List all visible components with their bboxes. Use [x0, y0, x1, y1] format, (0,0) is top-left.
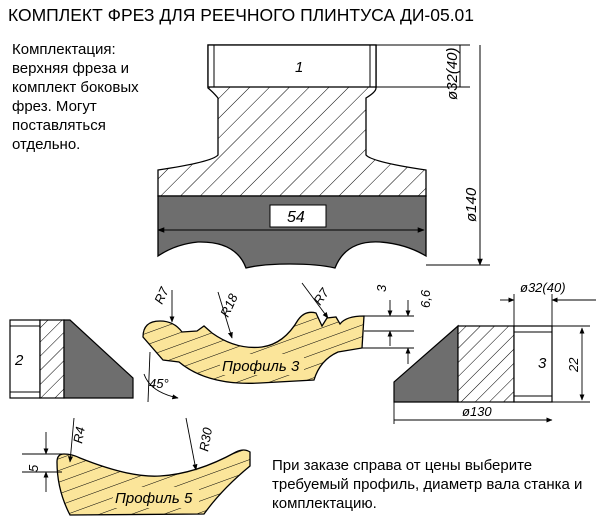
radius-r4: R4 [70, 426, 88, 445]
angle-label: 45° [149, 376, 169, 391]
radius-r18: R18 [217, 291, 241, 320]
bore-dimension-side: ø32(40) [520, 280, 566, 295]
depth-3-dimension: 3 [374, 284, 389, 292]
outer-dimension: ø140 [463, 187, 480, 222]
left-cutter-bore [9, 319, 41, 399]
profile5-depth-dimension: 5 [26, 464, 41, 472]
part1-label: 1 [295, 59, 303, 76]
right-side-cutter: 3 ø32(40) 22 ø130 [393, 280, 596, 424]
profile5-shape [56, 449, 251, 516]
profile3-shape [142, 311, 365, 384]
top-cutter-bore [207, 44, 377, 88]
order-instructions: При заказе справа от цены выберите требу… [272, 457, 583, 512]
top-cutter: 1 54 ø32(40) ø140 [157, 44, 490, 269]
profile5-drawing: Профиль 5 5 R4 R30 [22, 417, 251, 516]
left-cutter-body [39, 319, 65, 399]
page-title: КОМПЛЕКТ ФРЕЗ ДЛЯ РЕЕЧНОГО ПЛИНТУСА ДИ-0… [8, 5, 475, 25]
kit-description: Комплектация: верхняя фреза и комплект б… [12, 41, 139, 153]
left-cutter-blade [63, 319, 134, 399]
profile3-label: Профиль 3 [222, 358, 300, 375]
right-cutter-body [457, 325, 515, 403]
side-height-dimension: 22 [566, 357, 581, 373]
radius-r7-left: R7 [151, 284, 172, 306]
radius-r30: R30 [196, 426, 215, 453]
left-side-cutter: 2 [9, 319, 134, 399]
right-cutter-bore [513, 325, 553, 403]
part3-label: 3 [538, 355, 547, 372]
width-dimension: 54 [287, 209, 305, 226]
profile3-drawing: Профиль 3 R7 R18 R7 45° 3 6,6 [142, 282, 433, 403]
side-diameter-dimension: ø130 [462, 404, 492, 419]
bore-dimension-top: ø32(40) [444, 47, 461, 100]
part2-label: 2 [14, 352, 24, 369]
right-cutter-blade [393, 324, 459, 403]
depth-66-dimension: 6,6 [418, 289, 433, 308]
profile5-label: Профиль 5 [115, 490, 193, 507]
radius-r7-right: R7 [310, 285, 332, 308]
